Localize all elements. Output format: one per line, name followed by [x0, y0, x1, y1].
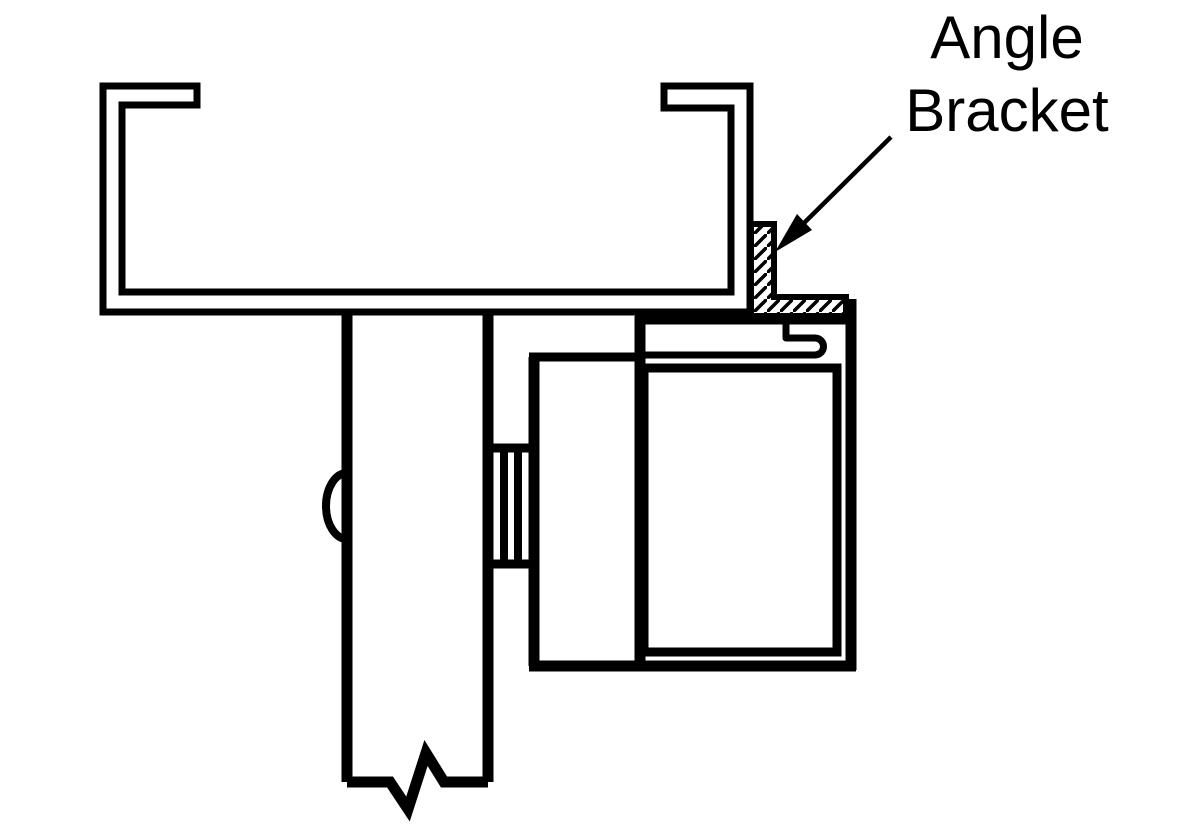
fixture-inner-panel: [639, 363, 842, 657]
leader-line: [799, 135, 893, 228]
leader-arrowhead: [775, 214, 812, 252]
callout-label-line2: Bracket: [905, 77, 1109, 144]
strut-channel-section: [99, 82, 754, 316]
bolt-head-arc: [322, 469, 348, 543]
rolled-lip-detail: [644, 320, 827, 359]
callout-label-line1: Angle: [930, 4, 1083, 71]
hanger-rod-break-line: [347, 739, 488, 822]
